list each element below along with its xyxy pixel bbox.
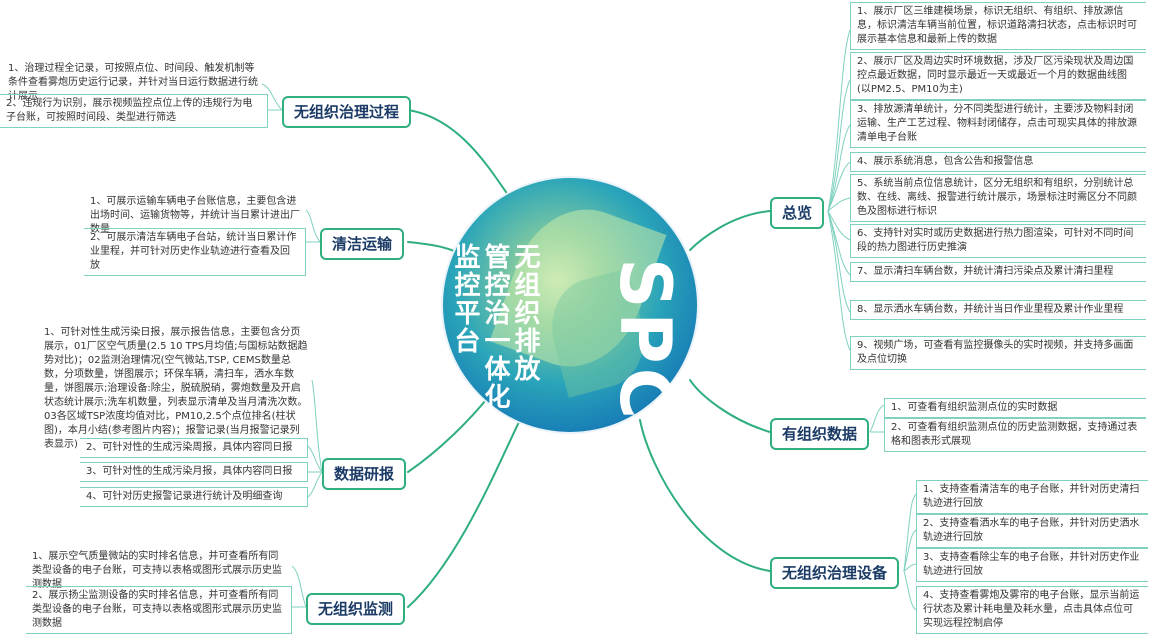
process-item-2: 2、违规行为识别，展示视频监控点位上传的违规行为电子台账，可按照时间段、类型进行… [0, 94, 268, 128]
overview-item-5: 5、系统当前点位信息统计，区分无组织和有组织，分别统计总数、在线、离线、报警进行… [850, 174, 1146, 222]
hub-title-col1: 无组织排放 [510, 243, 540, 383]
research-item-2: 2、可针对性的生成污染周报，具体内容同日报 [80, 438, 308, 458]
branch-process[interactable]: 无组织治理过程 [282, 96, 412, 128]
overview-item-7: 7、显示清扫车辆台数，并统计清扫污染点及累计清扫里程 [850, 262, 1146, 282]
equipment-item-2: 2、支持查看洒水车的电子台账，并针对历史洒水轨迹进行回放 [916, 514, 1148, 548]
link-organized [689, 379, 771, 433]
equipment-item-1: 1、支持查看清洁车的电子台账，并针对历史清扫轨迹进行回放 [916, 480, 1148, 514]
spc-logo: SPC [604, 258, 686, 424]
branch-equipment[interactable]: 无组织治理设备 [770, 557, 900, 589]
link-process [407, 109, 521, 211]
monitor-item-1: 1、展示空气质量微站的实时排名信息，并可查看所有同类型设备的电子台账，可支持以表… [32, 551, 282, 590]
central-hub [443, 178, 697, 432]
branch-monitor[interactable]: 无组织监测 [306, 593, 406, 625]
equipment-item-4: 4、支持查看雾炮及雾帘的电子台账，显示当前运行状态及累计耗电量及耗水量，点击具体… [916, 586, 1148, 634]
link-monitor [407, 419, 521, 608]
overview-item-4: 4、展示系统消息，包含公告和报警信息 [850, 152, 1146, 172]
overview-item-3: 3、排放源清单统计，分不同类型进行统计，主要涉及物料封闭运输、生产工艺过程、物料… [850, 100, 1146, 148]
overview-item-8: 8、显示洒水车辆台数，并统计当日作业里程及累计作业里程 [850, 300, 1146, 320]
transport-item-2: 2、可展示清洁车辆电子台站，统计当日累计作业里程，并可针对历史作业轨迹进行查看及… [84, 228, 306, 276]
overview-item-6: 6、支持针对实时或历史数据进行热力图渲染，可针对不同时间段的热力图进行历史推演 [850, 224, 1146, 258]
organized-item-2: 2、可查看有组织监测点位的历史监测数据，支持通过表格和图表形式展现 [884, 418, 1146, 452]
branch-organized[interactable]: 有组织数据 [770, 418, 870, 450]
link-research [407, 394, 491, 473]
process-item-1: 1、治理过程全记录，可按照点位、时间段、触发机制等条件查看雾炮历史运行记录，并针… [8, 63, 258, 102]
overview-item-9: 9、视频广场，可查看有监控摄像头的实时视频，并支持多画面及点位切换 [850, 336, 1146, 370]
link-overview [689, 210, 771, 251]
link-equipment [639, 419, 771, 572]
equipment-item-3: 3、支持查看除尘车的电子台账，并针对历史作业轨迹进行回放 [916, 548, 1148, 582]
monitor-item-2: 2、展示扬尘监测设备的实时排名信息，并可查看所有同类型设备的电子台账，可支持以表… [26, 586, 292, 634]
branch-research[interactable]: 数据研报 [322, 458, 407, 490]
research-item-1: 1、可针对性生成污染日报，展示报告信息，主要包含分页展示，01厂区空气质量(2.… [44, 327, 308, 450]
hub-title-col3: 监控平台 [450, 243, 480, 355]
branch-transport[interactable]: 清洁运输 [320, 228, 405, 260]
organized-item-1: 1、可查看有组织监测点位的实时数据 [884, 398, 1146, 418]
overview-item-2: 2、展示厂区及周边实时环境数据，涉及厂区污染现状及周边国控点最近数据，同时显示最… [850, 52, 1146, 100]
research-item-3: 3、可针对性的生成污染月报，具体内容同日报 [80, 462, 308, 482]
overview-item-1: 1、展示厂区三维建模场景，标识无组织、有组织、排放源信息，标识清洁车辆当前位置，… [850, 2, 1146, 50]
research-item-4: 4、可针对历史报警记录进行统计及明细查询 [80, 487, 308, 507]
branch-overview[interactable]: 总览 [770, 197, 825, 229]
transport-item-1: 1、可展示运输车辆电子台账信息，主要包含进出场时间、运输货物等，并统计当日累计进… [90, 196, 300, 235]
hub-title-col2: 管控治一体化 [480, 243, 510, 411]
